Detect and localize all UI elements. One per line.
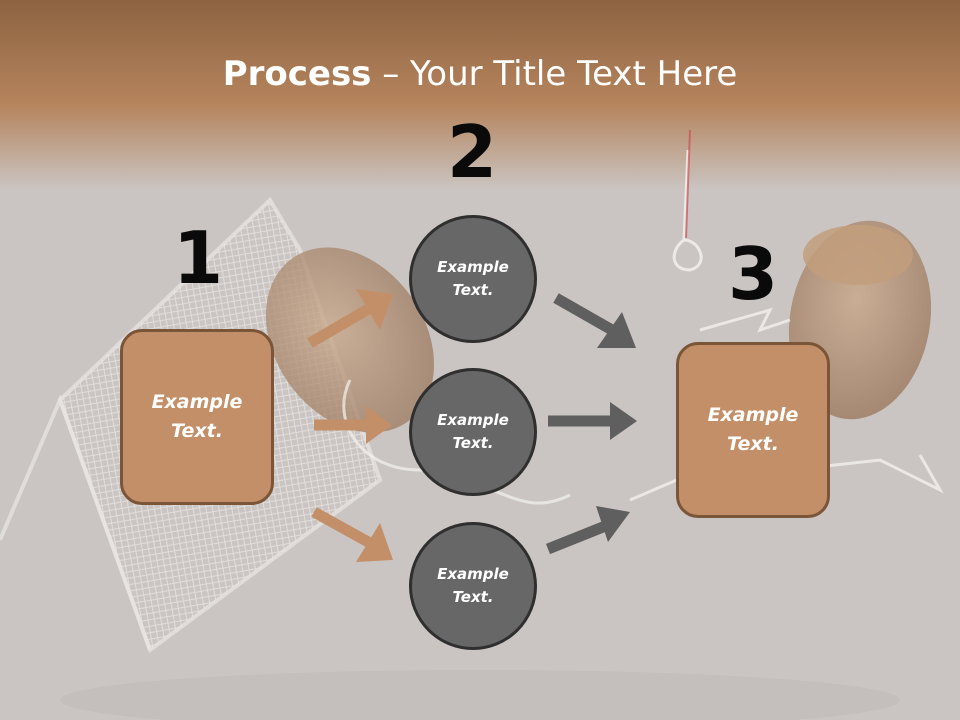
- step3-box: Example Text.: [676, 342, 830, 518]
- slide-title: Process – Your Title Text Here: [0, 52, 960, 96]
- step-number-1: 1: [172, 216, 224, 300]
- title-bold: Process: [222, 54, 372, 94]
- step2-circle-top: Example Text.: [409, 215, 537, 343]
- step-number-3: 3: [727, 232, 779, 316]
- step1-box: Example Text.: [120, 329, 274, 505]
- step2-circle-middle: Example Text.: [409, 368, 537, 496]
- title-rest: – Your Title Text Here: [371, 54, 738, 94]
- step-number-2: 2: [446, 110, 498, 194]
- step2-circle-bottom: Example Text.: [409, 522, 537, 650]
